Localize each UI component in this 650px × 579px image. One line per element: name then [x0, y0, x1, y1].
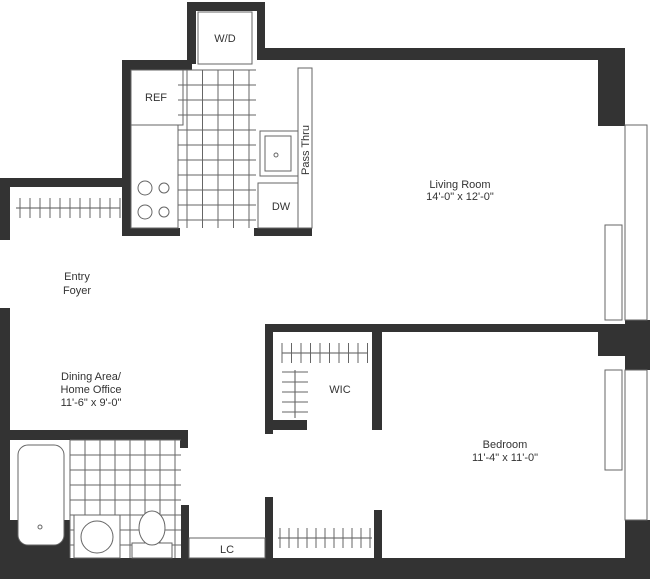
washer-dryer	[197, 11, 253, 65]
windows	[604, 124, 648, 521]
room-label-entry: Entry	[64, 271, 90, 283]
room-label-dining: Dining Area/	[61, 371, 122, 383]
label-dishwasher: DW	[272, 201, 291, 213]
room-dims-bedroom: 11'-4" x 11'-0"	[472, 452, 538, 464]
room-label-wic: WIC	[329, 384, 350, 396]
room-label-office: Home Office	[61, 384, 122, 396]
counter	[130, 124, 179, 229]
room-label-living-room: Living Room	[429, 179, 490, 191]
label-pass-thru: Pass Thru	[300, 125, 312, 175]
room-label-lc: LC	[220, 544, 234, 556]
closets	[278, 343, 372, 548]
kitchen	[130, 11, 313, 229]
kitchen-tile-floor	[178, 69, 256, 228]
entry-closet	[16, 198, 121, 218]
bathroom	[17, 439, 181, 559]
room-dims-living-room: 14'-0" x 12'-0"	[426, 191, 494, 203]
label-washer-dryer: W/D	[214, 33, 235, 45]
room-label-foyer: Foyer	[63, 285, 91, 297]
label-refrigerator: REF	[145, 92, 167, 104]
room-dims-dining: 11'-6" x 9'-0"	[61, 397, 122, 409]
stove-icon	[137, 180, 170, 220]
linen-closet	[188, 537, 266, 559]
room-label-bedroom: Bedroom	[483, 439, 528, 451]
labels: Living Room 14'-0" x 12'-0" Entry Foyer …	[61, 33, 539, 556]
refrigerator	[130, 69, 184, 126]
pass-thru-counter	[297, 67, 313, 229]
